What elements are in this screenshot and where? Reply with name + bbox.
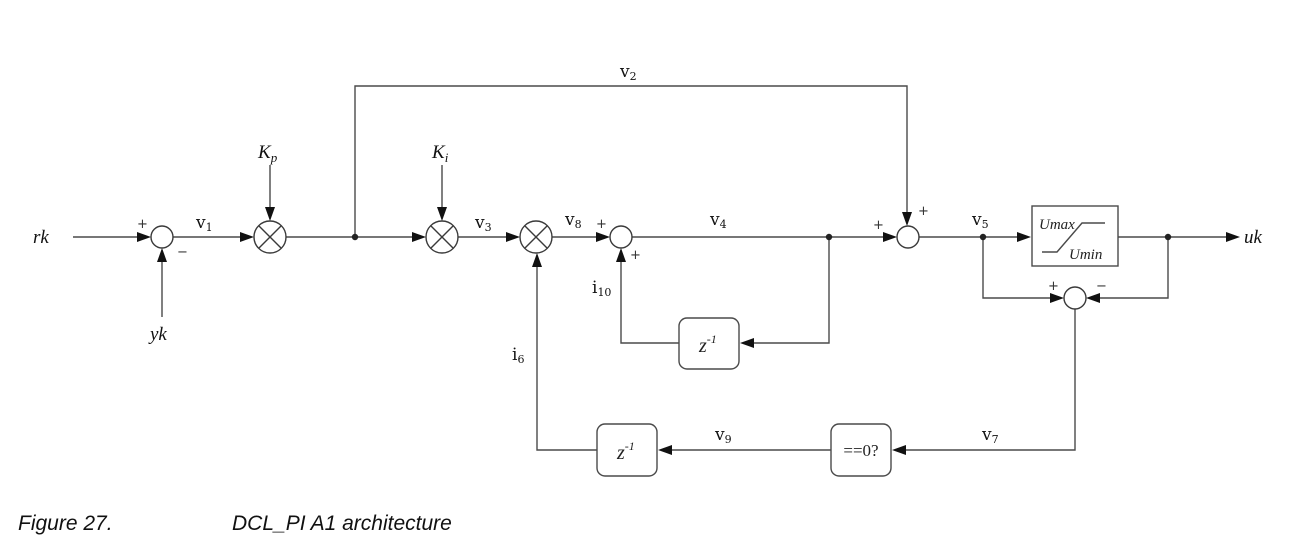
multiplier-ki [425, 220, 459, 254]
junction-dot-v4 [825, 233, 833, 241]
arrow-ki [437, 207, 447, 221]
signal-i6-label: i6 [512, 345, 524, 366]
figure-title: DCL_PI A1 architecture [232, 512, 452, 535]
arrow-rk [137, 232, 151, 242]
sum-integrator [609, 225, 633, 249]
signal-v2-label: v2 [619, 62, 637, 83]
arrow-uk-diff [1086, 293, 1100, 303]
wire-v5-diff [982, 237, 1055, 299]
wire-uk-diff [1096, 237, 1169, 299]
signal-v1-label: v1 [195, 213, 213, 234]
delay-block-clamp: z-1 [596, 423, 658, 477]
wire-i10 [620, 260, 679, 344]
signal-v8-label: v8 [564, 210, 582, 231]
arrow-v4-delay [740, 338, 754, 348]
sign-integrator-plus-bottom: + [630, 248, 641, 263]
arrow-v3 [506, 232, 520, 242]
svg-text:z-1: z-1 [698, 332, 717, 357]
sign-output-plus-left: + [873, 218, 884, 233]
arrow-v5 [1017, 232, 1031, 242]
sign-error-minus: − [177, 245, 188, 260]
wire-v4-feedback [751, 237, 830, 344]
sign-error-plus: + [137, 217, 148, 232]
junction-dot-v2 [351, 233, 359, 241]
wire-v7 [903, 309, 1076, 451]
arrow-v4 [883, 232, 897, 242]
gain-kp-label: Kp [257, 142, 278, 165]
wires [73, 85, 1232, 451]
arrow-v1 [240, 232, 254, 242]
signal-i10-label: i10 [592, 278, 611, 299]
junction-dot-uk [1164, 233, 1172, 241]
junction-dot-v5 [979, 233, 987, 241]
sum-error [150, 225, 174, 249]
sum-output [896, 225, 920, 249]
arrow-i10 [616, 248, 626, 262]
arrow-v2 [902, 212, 912, 226]
wire-v2 [354, 85, 908, 237]
input-rk-label: rk [33, 227, 49, 248]
delay-exp: -1 [625, 439, 635, 453]
arrow-v9 [658, 445, 672, 455]
delay-base: z [616, 442, 625, 464]
delay-exp: -1 [707, 332, 717, 346]
sign-diff-minus: − [1096, 279, 1107, 294]
compare-zero-block: ==0? [830, 423, 892, 477]
sign-diff-plus: + [1048, 279, 1059, 294]
figure-number: Figure 27. [18, 512, 113, 535]
saturation-block: Umax Umin [1031, 205, 1119, 267]
multiplier-i6 [519, 220, 553, 254]
arrow-kp [265, 207, 275, 221]
arrow-i6 [532, 253, 542, 267]
sum-saturation-diff [1063, 286, 1087, 310]
signal-v5-label: v5 [971, 210, 989, 231]
input-yk-label: yk [148, 324, 167, 345]
arrowheads [137, 207, 1240, 455]
junction-dots [351, 233, 1172, 241]
svg-text:z-1: z-1 [616, 439, 635, 464]
output-uk-label: uk [1244, 227, 1263, 248]
signal-v4-label: v4 [709, 210, 727, 231]
gain-ki-label: Ki [431, 142, 449, 165]
saturation-lower-label: Umin [1069, 247, 1102, 263]
arrow-yk [157, 248, 167, 262]
arrow-v7 [892, 445, 906, 455]
arrow-v5-diff [1050, 293, 1064, 303]
sign-integrator-plus-left: + [596, 217, 607, 232]
multiplier-kp [253, 220, 287, 254]
signal-v7-label: v7 [981, 425, 999, 446]
saturation-upper-label: Umax [1039, 217, 1075, 233]
arrow-kp-out [412, 232, 426, 242]
signal-v9-label: v9 [714, 425, 732, 446]
saturation-curve-icon [1042, 222, 1105, 253]
signal-v3-label: v3 [474, 213, 492, 234]
delay-block-integrator: z-1 [678, 317, 740, 370]
sign-output-plus-top: + [918, 204, 929, 219]
wire-i6 [536, 260, 597, 451]
compare-label: ==0? [843, 441, 878, 460]
delay-base: z [698, 335, 707, 357]
arrow-uk [1226, 232, 1240, 242]
arrow-v8 [596, 232, 610, 242]
